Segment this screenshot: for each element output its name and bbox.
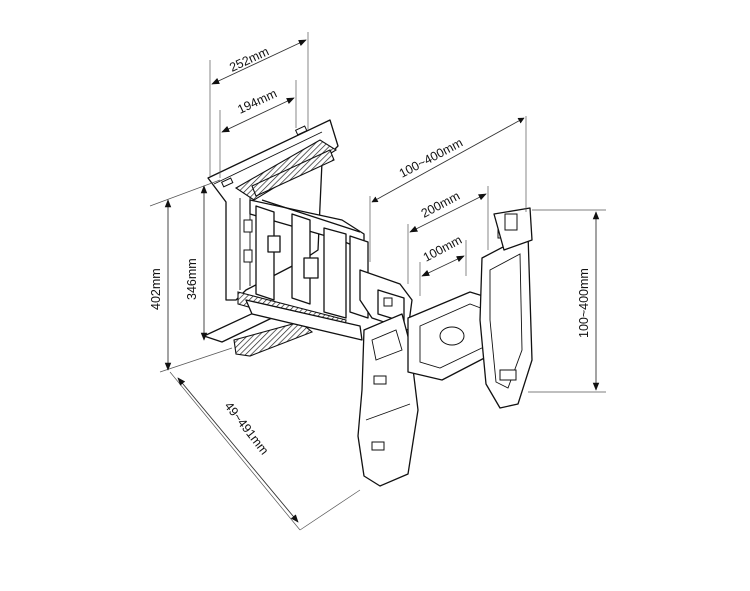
arm-body: [255, 205, 369, 319]
dim-vesa-horizontal-mid-line: [407, 186, 489, 284]
dim-402-line: [149, 179, 233, 373]
dim-194-label: 194mm: [235, 86, 279, 116]
dim-252-line: [209, 32, 309, 176]
dim-vesa-horizontal-min-label: 100mm: [421, 233, 464, 265]
dim-extension-label: 49~491mm: [222, 399, 272, 457]
dim-194-line: [219, 80, 297, 178]
dim-vesa-vertical-line: [528, 209, 606, 393]
dim-vesa-horizontal-max-label: 100~400mm: [397, 135, 465, 180]
dim-252-label: 252mm: [227, 44, 271, 74]
tv-plate: [357, 207, 533, 487]
dim-extension-line: [169, 371, 361, 531]
dim-vesa-horizontal-mid-label: 200mm: [419, 189, 462, 221]
lower-arm: [203, 291, 363, 357]
dim-vesa-horizontal-min-line: [419, 240, 467, 296]
dim-402-label: 402mm: [149, 268, 163, 310]
dim-vesa-horizontal-max-line: [369, 116, 527, 262]
dim-vesa-vertical-label: 100~400mm: [577, 268, 591, 338]
dim-346-label: 346mm: [185, 258, 199, 300]
